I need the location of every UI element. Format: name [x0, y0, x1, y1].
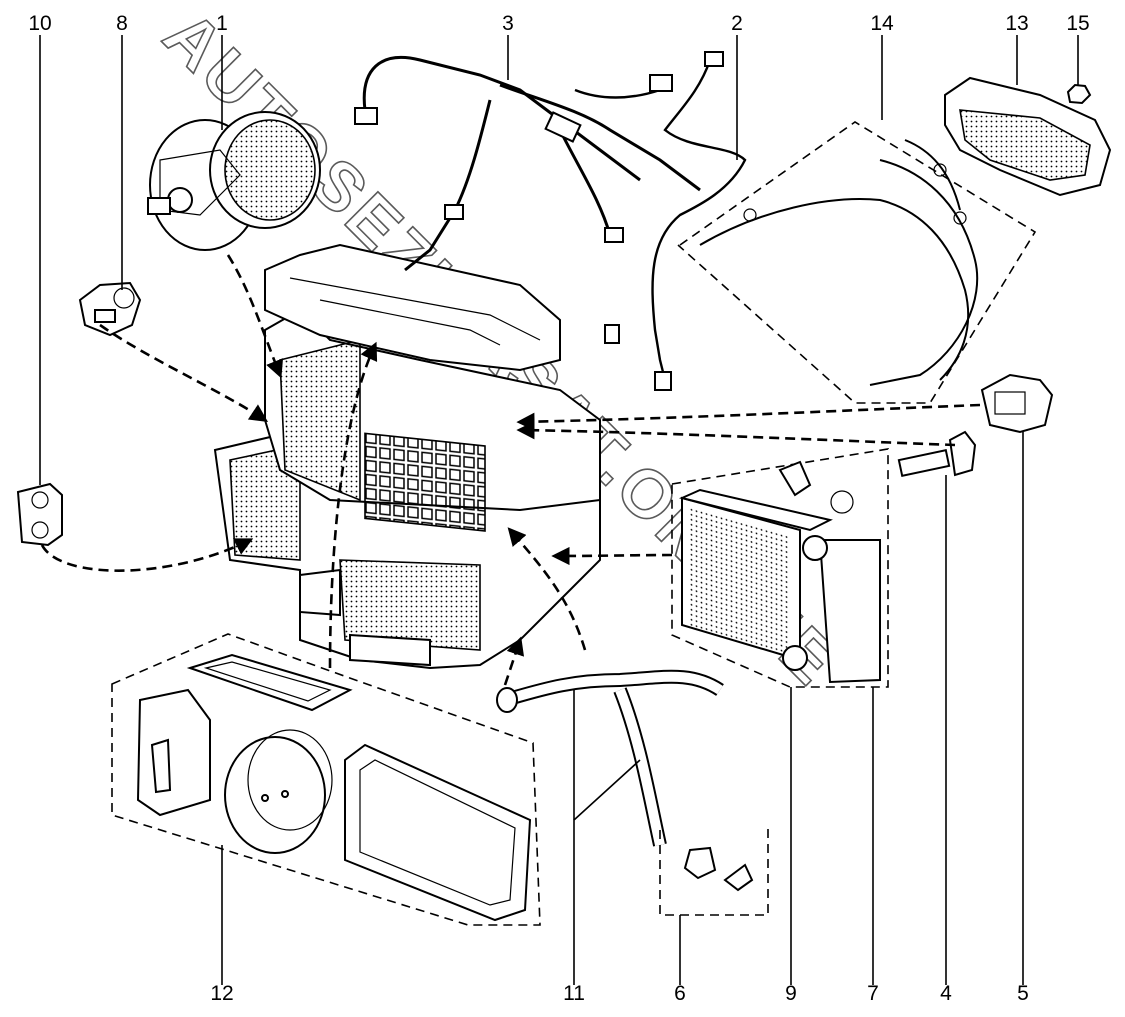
callout-3: 3	[502, 12, 514, 35]
callout-12: 12	[210, 982, 233, 1005]
heater-unit-housing	[213, 243, 601, 670]
callout-6: 6	[674, 982, 686, 1005]
callout-7: 7	[867, 982, 879, 1005]
callout-5: 5	[1017, 982, 1029, 1005]
blower-motor	[147, 111, 321, 251]
heater-core-group	[671, 448, 889, 688]
blower-resistor	[78, 281, 142, 337]
callout-10: 10	[28, 12, 51, 35]
assembly-arrows	[40, 254, 981, 686]
callout-11: 11	[563, 982, 585, 1005]
temperature-sensor	[897, 430, 977, 478]
callout-8: 8	[116, 12, 128, 35]
callout-1: 1	[216, 12, 228, 35]
callout-4: 4	[940, 982, 952, 1005]
wiring-harness	[354, 55, 701, 272]
callout-13: 13	[1005, 12, 1028, 35]
clips-group	[659, 828, 769, 916]
expansion-valve	[16, 482, 63, 547]
heater-pipe-assembly	[496, 669, 724, 847]
callout-labels: 10 8 1 3 2 14 13 15 12 11 6 9 7 4 5	[28, 12, 1089, 1005]
blend-door-actuator	[980, 373, 1054, 434]
callout-leaders	[39, 35, 1079, 985]
heater-vent-grille	[364, 432, 486, 532]
control-knob	[1066, 83, 1092, 105]
filters-and-ducts-group	[111, 633, 541, 926]
callout-15: 15	[1066, 12, 1089, 35]
callout-9: 9	[785, 982, 797, 1005]
sensor-wiring	[574, 51, 747, 391]
control-cables-group	[677, 121, 1037, 404]
callout-14: 14	[870, 12, 894, 35]
climate-control-panel	[944, 76, 1112, 197]
callout-2: 2	[731, 12, 743, 35]
